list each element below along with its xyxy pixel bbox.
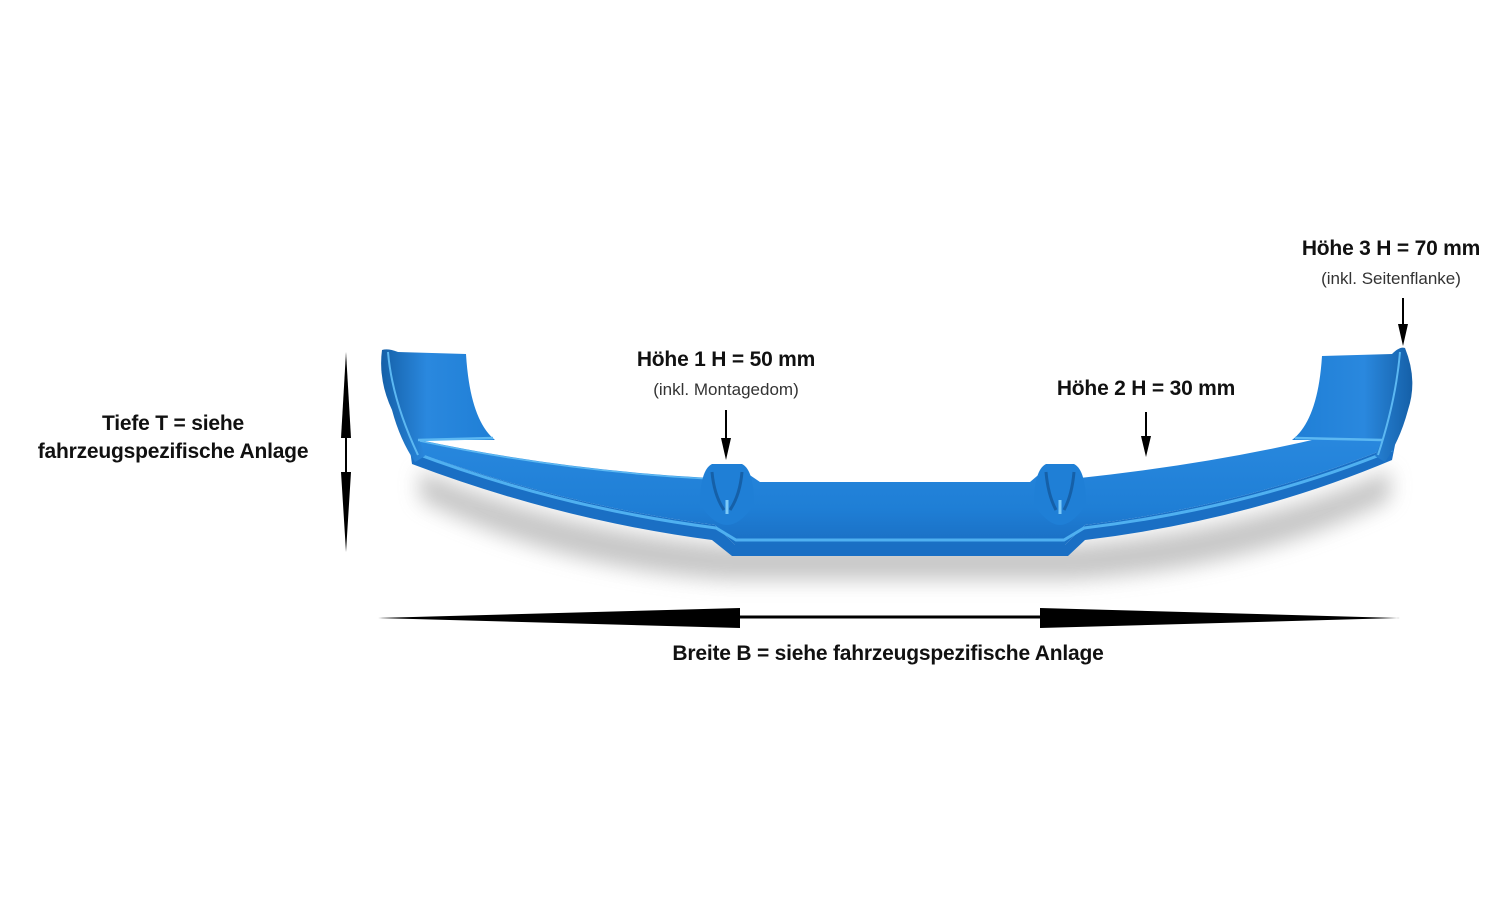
pointer-arrow-hoehe2: [1141, 412, 1151, 457]
depth-arrow: [341, 352, 351, 552]
tiefe-label-line2: fahrzeugspezifische Anlage: [37, 440, 309, 463]
width-arrow: [378, 608, 1400, 628]
splitter-part: [381, 347, 1413, 556]
mounting-dome-left: [700, 464, 754, 525]
hoehe3-label: Höhe 3 H = 70 mm: [1301, 237, 1481, 260]
pointer-arrow-hoehe3: [1398, 298, 1408, 346]
mounting-dome-right: [1034, 464, 1086, 525]
hoehe2-label: Höhe 2 H = 30 mm: [1056, 377, 1236, 400]
hoehe1-label: Höhe 1 H = 50 mm: [636, 348, 816, 371]
part-shadow: [420, 470, 1390, 580]
pointer-arrow-hoehe1: [721, 410, 731, 460]
tiefe-label-line1: Tiefe T = siehe: [102, 412, 244, 435]
breite-label: Breite B = siehe fahrzeugspezifische Anl…: [672, 642, 1104, 665]
hoehe3-note: (inkl. Seitenflanke): [1321, 269, 1461, 288]
hoehe1-note: (inkl. Montagedom): [653, 380, 799, 399]
